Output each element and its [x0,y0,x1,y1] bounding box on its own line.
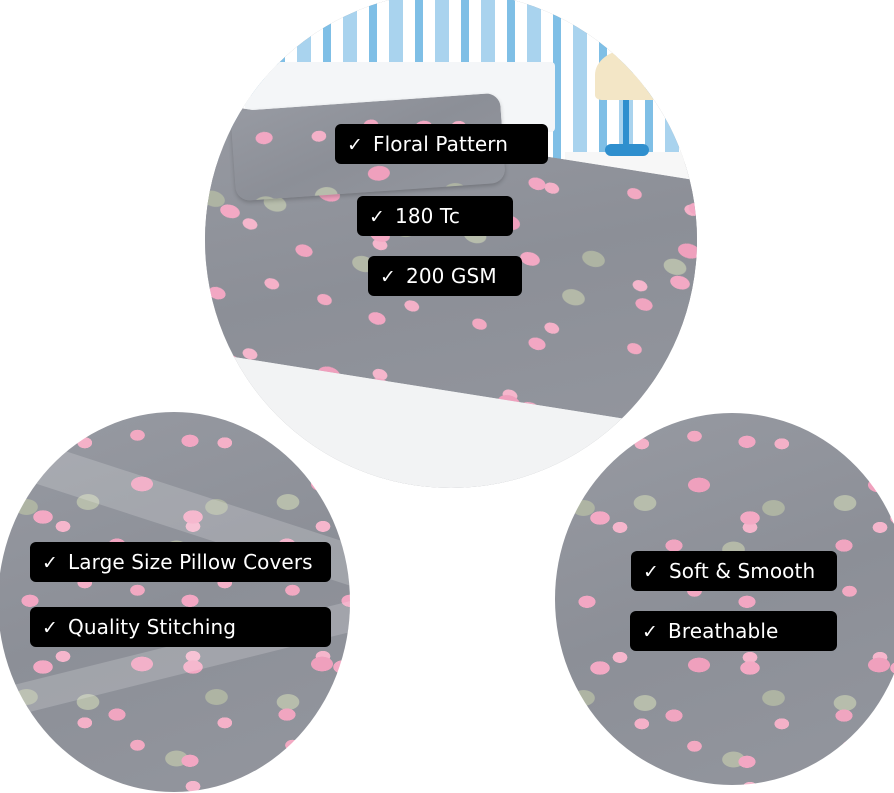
feature-label-stitching: ✓Quality Stitching [30,607,331,647]
checkmark-icon: ✓ [643,561,659,583]
lamp-base [605,144,649,156]
lamp-icon [595,50,659,100]
feature-label-breathable: ✓Breathable [630,611,837,651]
checkmark-icon: ✓ [369,206,385,228]
lamp-stem [623,100,629,150]
pillow-closeup-image [0,412,350,792]
checkmark-icon: ✓ [380,266,396,288]
feature-label-gsm: ✓200 GSM [368,256,522,296]
feature-label-soft-smooth: ✓Soft & Smooth [631,551,837,591]
feature-label-floral-pattern: ✓Floral Pattern [335,124,548,164]
fabric-closeup-image [555,413,894,785]
checkmark-icon: ✓ [42,552,58,574]
checkmark-icon: ✓ [347,134,363,156]
feature-label-thread-count: ✓180 Tc [357,196,513,236]
bed-scene-image [205,0,697,488]
checkmark-icon: ✓ [42,617,58,639]
checkmark-icon: ✓ [642,621,658,643]
feature-label-pillow-covers: ✓Large Size Pillow Covers [30,542,331,582]
